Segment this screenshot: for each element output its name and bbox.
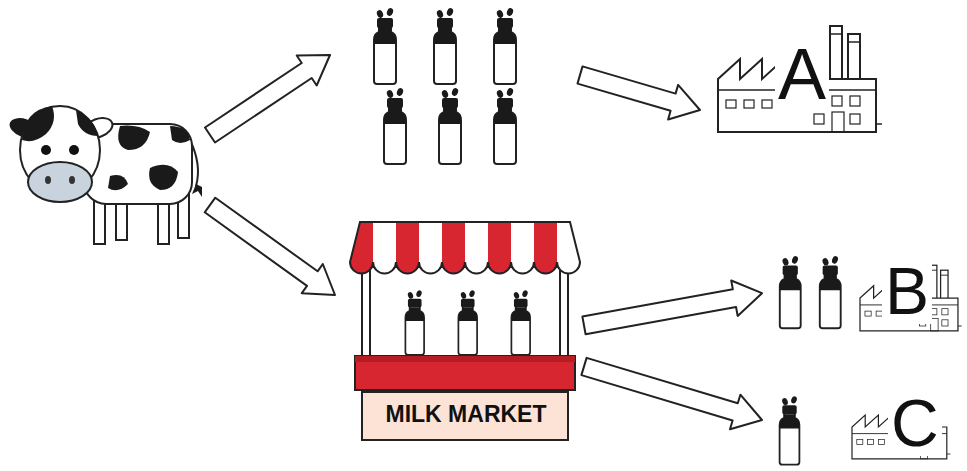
factory-letter: C xyxy=(888,390,942,456)
cow-figure xyxy=(7,106,202,244)
milk-bottles xyxy=(780,255,841,464)
market-sign-text: MILK MARKET xyxy=(383,403,550,426)
factory-letter: A xyxy=(775,38,829,110)
factory-letter: B xyxy=(882,258,932,324)
factory-node: C xyxy=(762,384,962,464)
factory-figure xyxy=(718,26,882,132)
flow-arrow xyxy=(205,198,335,295)
factory-node: B xyxy=(762,232,962,334)
market-stall xyxy=(350,220,582,440)
factory-node: A xyxy=(715,18,883,136)
milk-bottles xyxy=(374,7,516,164)
flow-arrow xyxy=(581,358,762,429)
market-node: MILK MARKET xyxy=(348,216,584,444)
flow-arrow xyxy=(582,280,762,334)
flow-arrow xyxy=(578,66,701,119)
flow-arrow xyxy=(205,55,330,143)
